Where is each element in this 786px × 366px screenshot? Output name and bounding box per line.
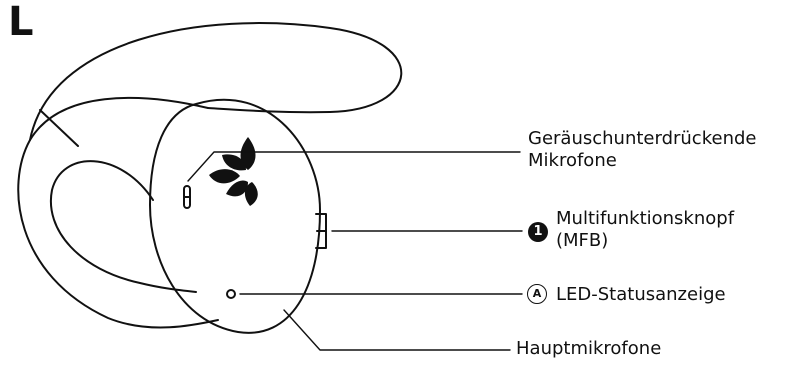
led-label: LED-Statusanzeige xyxy=(556,284,726,305)
petal xyxy=(240,137,256,170)
side-label: L xyxy=(8,0,34,45)
noise-mics-label-line1: Geräuschunterdrückende xyxy=(528,128,757,149)
led-badge: A xyxy=(527,284,547,304)
callout-leaders xyxy=(187,151,523,351)
ear-hook-joint xyxy=(39,109,79,147)
petal xyxy=(226,180,248,197)
mfb-label-line1: Multifunktionsknopf xyxy=(556,208,735,229)
earbud-body xyxy=(149,98,321,334)
ear-hook-arm xyxy=(29,22,403,141)
mfb-label-line2: (MFB) xyxy=(556,230,609,251)
ear-hook-outline xyxy=(17,96,219,329)
petal xyxy=(222,154,246,171)
leader-main-mics xyxy=(283,309,511,351)
mic-grille-petals xyxy=(209,137,258,206)
main-mics-label: Hauptmikrofone xyxy=(516,338,662,359)
noise-mics-label-line2: Mikrofone xyxy=(528,150,617,171)
petal xyxy=(209,169,240,184)
leader-noise-mics xyxy=(187,151,521,182)
mfb-badge: 1 xyxy=(528,222,548,242)
ear-hook-inner-outline xyxy=(49,160,197,293)
petal xyxy=(244,182,258,206)
led-indicator xyxy=(226,289,236,299)
